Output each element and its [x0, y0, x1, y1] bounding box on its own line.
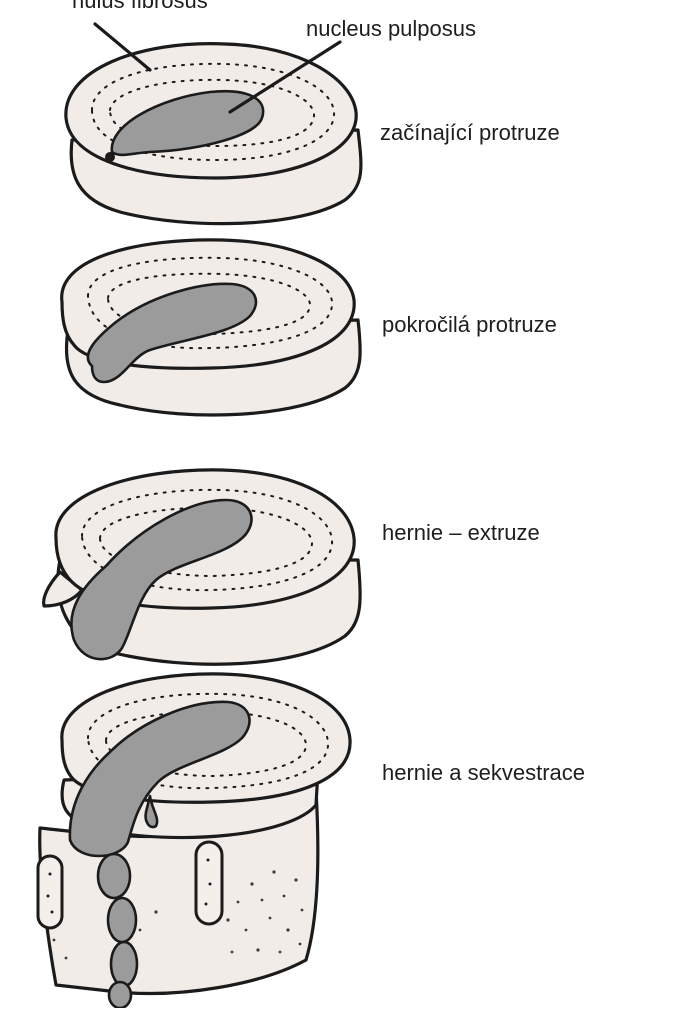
stage-3-disc	[44, 470, 361, 664]
stage-2-label: pokročilá protruze	[382, 314, 557, 336]
stage-3-label: hernie – extruze	[382, 522, 540, 544]
nucleus-pulposus-label: nucleus pulposus	[306, 18, 476, 40]
stage-1-disc	[66, 24, 361, 224]
stage-2-disc	[62, 240, 360, 415]
stage-4-label: hernie a sekvestrace	[382, 762, 585, 784]
annulus-fibrosus-label: nulus fibrosus	[72, 0, 208, 12]
stage-4-vertebra	[38, 674, 350, 1008]
stage-1-label: začínající protruze	[380, 122, 560, 144]
